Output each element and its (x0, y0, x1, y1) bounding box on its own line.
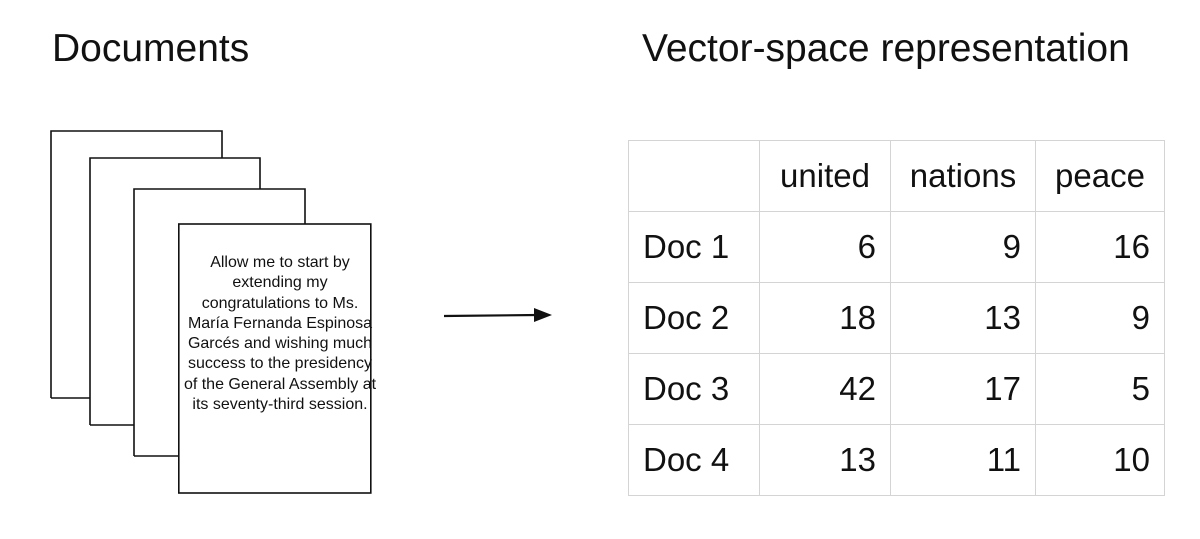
term-document-matrix: united nations peace Doc 1 6 9 16 Doc 2 … (628, 140, 1165, 496)
matrix-row: Doc 1 6 9 16 (628, 211, 1165, 283)
matrix-cell: 5 (1035, 353, 1165, 425)
matrix-cell: 11 (890, 424, 1036, 496)
matrix-row: Doc 3 42 17 5 (628, 353, 1165, 425)
document-page-3 (133, 188, 306, 456)
matrix-cell: 18 (759, 282, 891, 354)
document-excerpt: Allow me to start by extending my congra… (183, 254, 377, 414)
matrix-cell: 13 (890, 282, 1036, 354)
matrix-cell: 9 (890, 211, 1036, 283)
document-page-front (178, 223, 372, 494)
matrix-header-row: united nations peace (628, 140, 1165, 212)
row-label: Doc 4 (628, 424, 760, 496)
document-page-1 (50, 130, 223, 398)
matrix-cell: 16 (1035, 211, 1165, 283)
matrix-cell: 10 (1035, 424, 1165, 496)
matrix-cell: 17 (890, 353, 1036, 425)
vector-space-heading: Vector-space representation (642, 27, 1130, 70)
row-label: Doc 1 (628, 211, 760, 283)
matrix-cell: 42 (759, 353, 891, 425)
matrix-cell: 13 (759, 424, 891, 496)
arrow-icon (443, 308, 552, 322)
row-label: Doc 3 (628, 353, 760, 425)
column-header-nations: nations (890, 140, 1036, 212)
matrix-cell: 9 (1035, 282, 1165, 354)
matrix-row: Doc 2 18 13 9 (628, 282, 1165, 354)
column-header-peace: peace (1035, 140, 1165, 212)
documents-heading: Documents (52, 27, 250, 70)
matrix-corner-cell (628, 140, 760, 212)
matrix-row: Doc 4 13 11 10 (628, 424, 1165, 496)
column-header-united: united (759, 140, 891, 212)
row-label: Doc 2 (628, 282, 760, 354)
document-page-2 (89, 157, 261, 425)
matrix-cell: 6 (759, 211, 891, 283)
